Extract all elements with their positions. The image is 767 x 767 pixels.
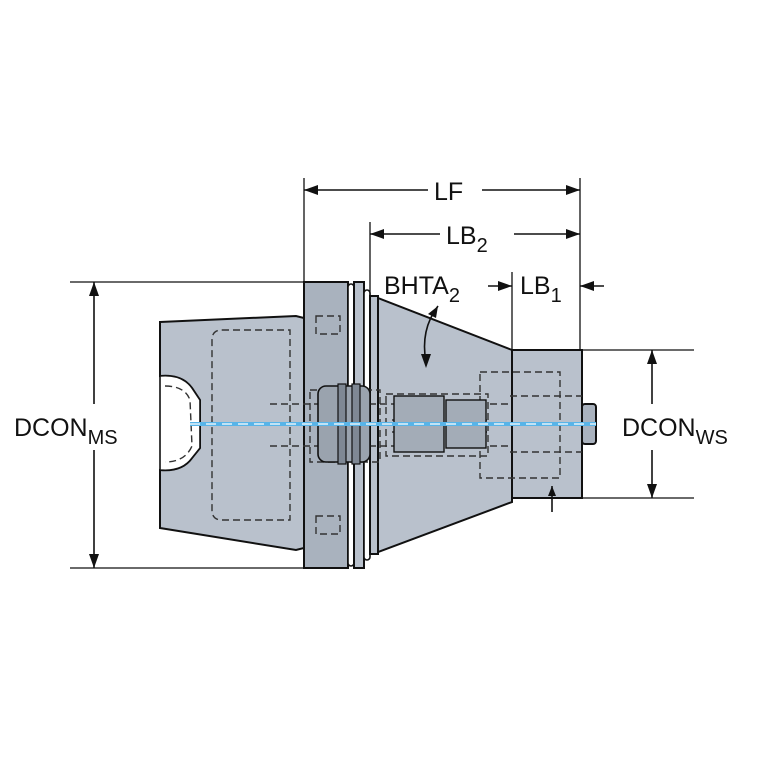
dimension-lb1	[488, 281, 604, 291]
label-bhta2: BHTA2	[384, 272, 460, 307]
coupling-slot	[159, 374, 201, 472]
label-lb1: LB1	[520, 272, 562, 307]
label-lb2: LB2	[446, 222, 488, 257]
tool-body	[159, 281, 597, 569]
label-lf: LF	[434, 178, 463, 206]
dimension-dcon-ws	[647, 350, 657, 498]
labels: LF LB2 BHTA2 LB1 DCONMS DCONWS	[14, 178, 728, 449]
dimension-bhta2	[421, 305, 439, 368]
dimensions	[70, 178, 694, 569]
label-dcon-ws: DCONWS	[622, 414, 728, 449]
dimension-lf	[304, 185, 580, 195]
dimension-lb2	[370, 229, 580, 239]
dimension-dcon-ms	[89, 282, 99, 568]
label-dcon-ms: DCONMS	[14, 414, 118, 449]
